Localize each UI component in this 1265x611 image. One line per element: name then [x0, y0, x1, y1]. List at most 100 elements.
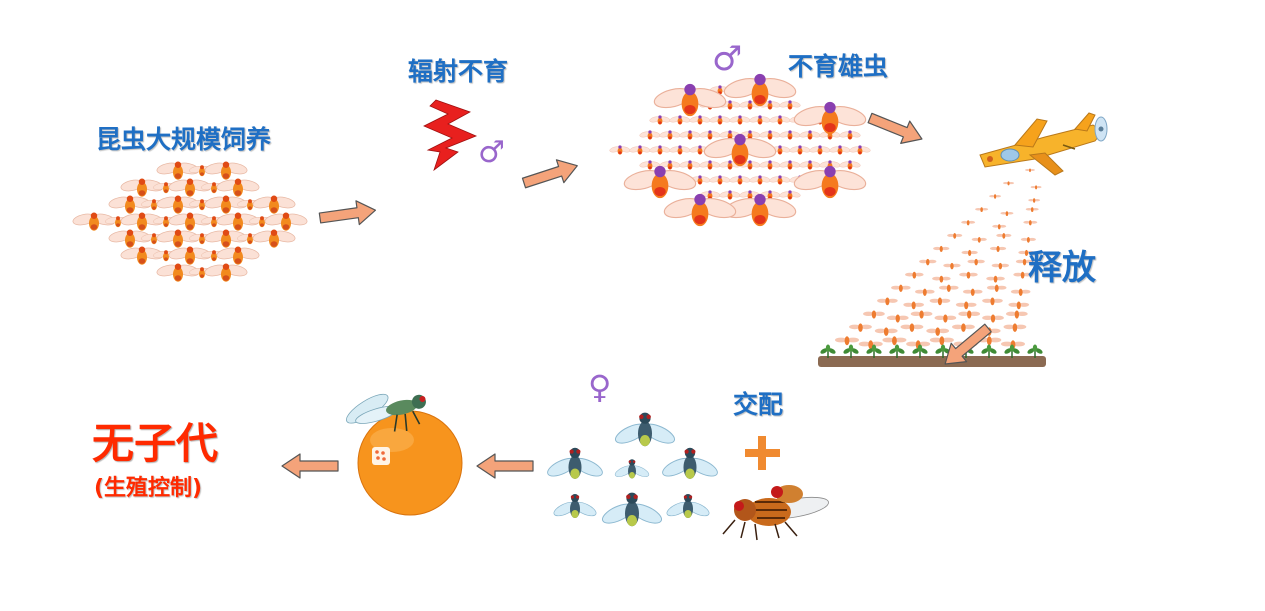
fly-icon [961, 249, 978, 257]
fly-icon [887, 343, 907, 359]
fly-icon [838, 130, 862, 140]
fly-icon [979, 343, 999, 359]
birth-control-label: (生殖控制) [94, 476, 203, 501]
fly-icon [599, 491, 665, 528]
fly-icon [882, 336, 907, 346]
fly-icon [874, 327, 898, 336]
fly-icon [748, 175, 772, 185]
orange-fruit-icon [357, 410, 463, 516]
fly-icon [728, 115, 752, 125]
fly-icon [1002, 343, 1022, 359]
airplane-icon [979, 112, 1108, 176]
mating-pair-icon [722, 485, 829, 541]
lightning-icon [423, 99, 478, 172]
fly-icon [768, 175, 792, 185]
fly-icon [943, 262, 961, 270]
fly-icon [849, 323, 872, 332]
arrow-icon [519, 153, 582, 196]
fly-icon [798, 160, 822, 170]
fly-icon [939, 284, 959, 292]
fly-icon [828, 145, 852, 155]
fly-icon [638, 130, 662, 140]
released-fly-spray [835, 168, 1042, 350]
fly-icon [758, 160, 782, 170]
fly-icon [864, 343, 884, 359]
fly-icon [1030, 185, 1042, 190]
fly-icon [551, 493, 599, 520]
fly-icon [877, 297, 898, 306]
fly-icon [1025, 207, 1039, 213]
fly-icon [778, 160, 802, 170]
fly-icon [613, 458, 651, 480]
fly-icon [778, 100, 802, 110]
male-symbol-icon: ♂ [478, 135, 505, 170]
fly-icon [932, 275, 951, 283]
fly-icon [903, 301, 924, 310]
release-label: 释放 [1028, 248, 1096, 288]
arrow-icon [864, 106, 928, 151]
fly-icon [688, 115, 712, 125]
crop-row-icon [818, 343, 1046, 367]
fly-icon [768, 115, 792, 125]
fly-icon [788, 145, 812, 155]
fly-icon [971, 237, 987, 243]
fly-icon [808, 145, 832, 155]
fly-icon [1025, 168, 1035, 173]
fly-icon [668, 145, 692, 155]
fly-icon [955, 301, 977, 310]
fly-icon [203, 160, 249, 181]
fly-icon [947, 233, 963, 239]
fly-icon [951, 323, 975, 332]
fly-icon [989, 194, 1001, 199]
fly-icon [910, 343, 930, 359]
fly-icon [659, 447, 721, 481]
fly-icon [986, 284, 1007, 292]
fly-icon [991, 262, 1010, 270]
fly-icon [1008, 301, 1030, 310]
fly-icon [905, 271, 924, 279]
fly-icon [919, 258, 937, 266]
fly-icon [748, 115, 772, 125]
fly-icon [926, 327, 950, 336]
fly-icon [648, 115, 672, 125]
fly-icon [678, 130, 702, 140]
fly-icon [668, 115, 692, 125]
fly-icon [658, 130, 682, 140]
fly-icon [203, 262, 249, 283]
mating-label: 交配 [733, 390, 784, 419]
no-offspring-label: 无子代 [92, 419, 219, 468]
arrow-icon [317, 197, 378, 231]
fly-icon [251, 194, 297, 215]
fly-icon [758, 130, 782, 140]
fly-icon [701, 132, 779, 168]
sterile-males-label: 不育雄虫 [788, 52, 889, 81]
fly-icon [818, 343, 838, 359]
fly-icon [986, 275, 1005, 283]
fly-icon [718, 190, 742, 200]
female-fly-cluster [544, 411, 721, 528]
fly-icon [1003, 323, 1027, 332]
fly-icon [996, 233, 1012, 239]
fly-icon [915, 288, 935, 296]
fly-icon [648, 145, 672, 155]
fly-icon [992, 224, 1007, 230]
fly-icon [621, 164, 699, 200]
fly-icon [975, 207, 989, 213]
fly-icon [910, 310, 933, 319]
fly-icon [628, 145, 652, 155]
fly-icon [933, 245, 950, 253]
fly-icon [863, 310, 885, 319]
fly-icon [929, 336, 954, 346]
fly-icon [708, 175, 732, 185]
fly-icon [900, 323, 924, 332]
fly-icon [934, 314, 957, 323]
fly-icon [728, 175, 752, 185]
fly-icon [678, 160, 702, 170]
fly-icon [698, 160, 722, 170]
fly-icon [778, 190, 802, 200]
fly-icon [1010, 288, 1031, 296]
fly-icon [1003, 181, 1014, 186]
fly-icon [891, 284, 911, 292]
fly-icon [263, 211, 309, 232]
